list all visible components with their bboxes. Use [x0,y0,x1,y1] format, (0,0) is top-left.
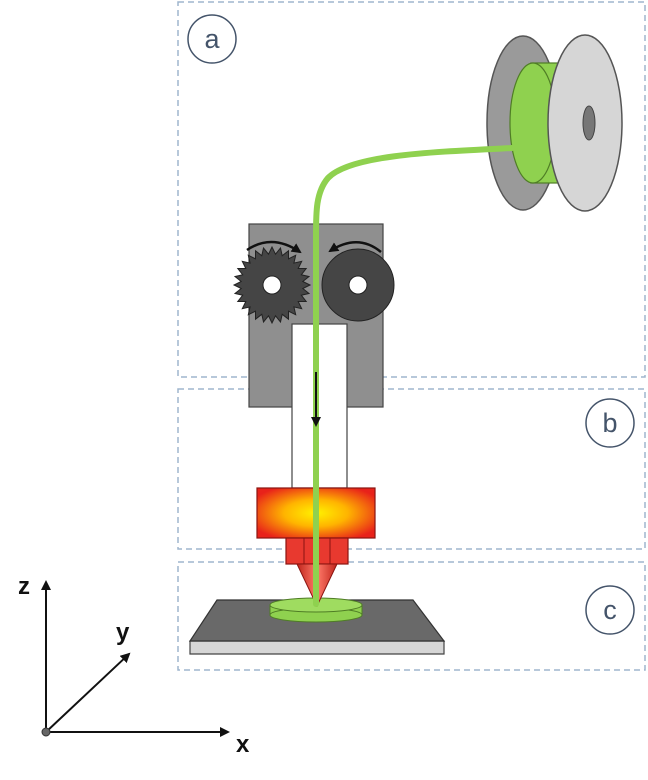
svg-text:c: c [603,595,617,625]
section-c-frame [177,561,646,671]
drive-gear [232,245,312,325]
drive-gear-rotation-arrow [246,240,302,254]
section-a-frame [177,1,646,378]
x-axis-label: x [236,731,250,758]
section-b-label: b [585,398,635,448]
section-b-frame [177,388,646,550]
idler-rotation-arrow [328,241,382,253]
section-c-label: c [585,585,635,635]
svg-text:b: b [602,408,617,438]
filament-spool [486,34,623,212]
z-axis-label: z [18,573,30,600]
axis-origin [41,727,51,737]
coordinate-axes [41,580,230,737]
section-a-label: a [187,14,237,64]
y-axis-label: y [116,619,130,646]
guide-tube [291,323,348,489]
y-axis [45,652,131,733]
svg-text:a: a [204,24,220,54]
filament-strand [313,145,515,607]
idler-wheel [321,248,395,322]
spool-hub [582,105,596,141]
